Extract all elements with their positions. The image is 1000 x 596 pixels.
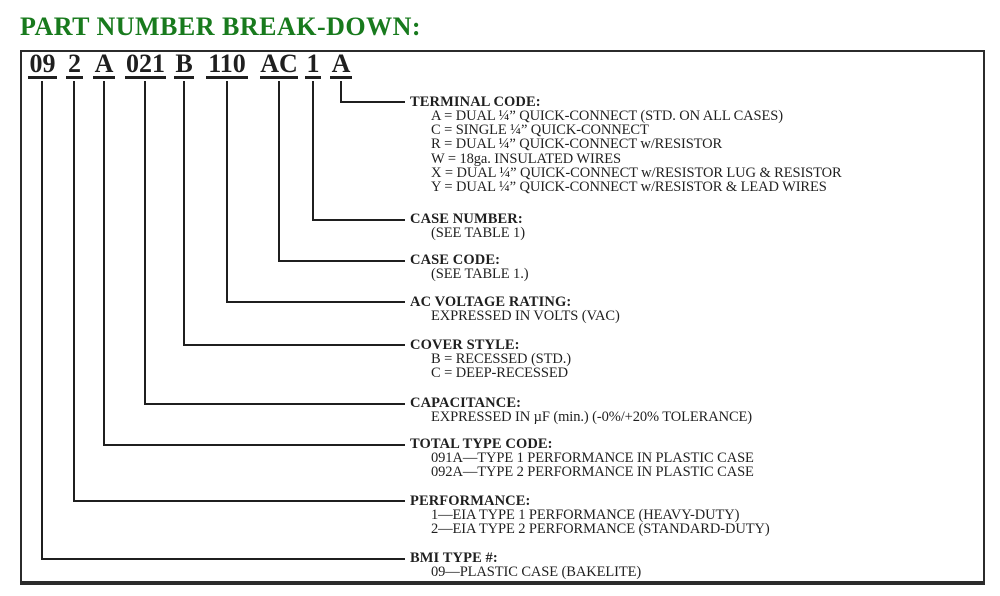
section-line: B = RECESSED (STD.) <box>431 351 572 367</box>
connector-case-code-horizontal <box>278 260 405 262</box>
section-total-type-code: TOTAL TYPE CODE: 091A—TYPE 1 PERFORMANCE… <box>410 436 754 481</box>
section-line: 091A—TYPE 1 PERFORMANCE IN PLASTIC CASE <box>431 450 754 466</box>
connector-case-number-horizontal <box>312 219 405 221</box>
section-line: Y = DUAL ¼” QUICK-CONNECT w/RESISTOR & L… <box>431 179 827 196</box>
section-heading: PERFORMANCE: <box>410 493 531 509</box>
section-line: 1—EIA TYPE 1 PERFORMANCE (HEAVY-DUTY) <box>431 507 740 523</box>
section-terminal-code: TERMINAL CODE: A = DUAL ¼” QUICK-CONNECT… <box>410 94 842 196</box>
section-ac-voltage-rating: AC VOLTAGE RATING: EXPRESSED IN VOLTS (V… <box>410 294 620 324</box>
connector-voltage-horizontal <box>226 301 405 303</box>
section-line: EXPRESSED IN µF (min.) (-0%/+20% TOLERAN… <box>431 409 753 425</box>
diagram-border-box <box>20 50 985 585</box>
pn-segment-capacitance: 021 <box>125 49 166 79</box>
section-heading: CAPACITANCE: <box>410 395 522 411</box>
section-case-code: CASE CODE: (SEE TABLE 1.) <box>410 252 529 282</box>
section-heading: CASE CODE: <box>410 252 501 268</box>
section-line: EXPRESSED IN VOLTS (VAC) <box>431 308 620 324</box>
connector-performance-vertical <box>73 81 75 502</box>
connector-bmi-type-horizontal <box>41 558 405 560</box>
section-line: (SEE TABLE 1) <box>431 225 525 241</box>
pn-segment-cover-style: B <box>174 49 194 79</box>
pn-segment-total-type: A <box>93 49 115 79</box>
section-heading: TOTAL TYPE CODE: <box>410 436 553 452</box>
connector-bmi-type-vertical <box>41 81 43 560</box>
section-cover-style: COVER STYLE: B = RECESSED (STD.) C = DEE… <box>410 337 572 382</box>
section-line: C = SINGLE ¼” QUICK-CONNECT <box>431 122 649 139</box>
section-line: 092A—TYPE 2 PERFORMANCE IN PLASTIC CASE <box>431 464 754 481</box>
connector-voltage-vertical <box>226 81 228 303</box>
page-title: PART NUMBER BREAK-DOWN: <box>20 12 422 41</box>
section-capacitance: CAPACITANCE: EXPRESSED IN µF (min.) (-0%… <box>410 395 753 425</box>
connector-terminal-horizontal <box>340 101 405 103</box>
connector-case-number-vertical <box>312 81 314 221</box>
section-heading: BMI TYPE #: <box>410 550 498 566</box>
connector-case-code-vertical <box>278 81 280 262</box>
pn-segment-case-number: 1 <box>305 49 321 79</box>
connector-performance-horizontal <box>73 500 405 502</box>
section-line: A = DUAL ¼” QUICK-CONNECT (STD. ON ALL C… <box>431 108 783 124</box>
section-case-number: CASE NUMBER: (SEE TABLE 1) <box>410 211 525 241</box>
section-line: C = DEEP-RECESSED <box>431 365 568 382</box>
section-line: W = 18ga. INSULATED WIRES <box>431 150 622 167</box>
section-line: 09—PLASTIC CASE (BAKELITE) <box>431 564 642 580</box>
section-heading: COVER STYLE: <box>410 337 520 353</box>
connector-total-type-vertical <box>103 81 105 446</box>
section-bmi-type: BMI TYPE #: 09—PLASTIC CASE (BAKELITE) <box>410 550 642 580</box>
pn-segment-voltage: 110 <box>206 51 248 79</box>
section-line: (SEE TABLE 1.) <box>431 266 529 282</box>
section-performance: PERFORMANCE: 1—EIA TYPE 1 PERFORMANCE (H… <box>410 493 770 538</box>
pn-segment-bmi-type: 09 <box>28 49 57 79</box>
pn-segment-performance: 2 <box>66 49 83 79</box>
pn-segment-case-code: AC <box>260 49 298 79</box>
section-heading: TERMINAL CODE: <box>410 94 541 110</box>
section-heading: CASE NUMBER: <box>410 211 523 227</box>
connector-cover-style-vertical <box>183 81 185 346</box>
pn-segment-terminal: A <box>330 49 352 79</box>
section-line: R = DUAL ¼” QUICK-CONNECT w/RESISTOR <box>431 136 723 153</box>
section-line: X = DUAL ¼” QUICK-CONNECT w/RESISTOR LUG… <box>431 164 842 181</box>
section-heading: AC VOLTAGE RATING: <box>410 294 572 310</box>
connector-cover-style-horizontal <box>183 344 405 346</box>
connector-capacitance-horizontal <box>144 403 405 405</box>
section-line: 2—EIA TYPE 2 PERFORMANCE (STANDARD-DUTY) <box>431 521 770 538</box>
connector-capacitance-vertical <box>144 81 146 405</box>
connector-terminal-vertical <box>340 81 342 103</box>
connector-total-type-horizontal <box>103 444 405 446</box>
